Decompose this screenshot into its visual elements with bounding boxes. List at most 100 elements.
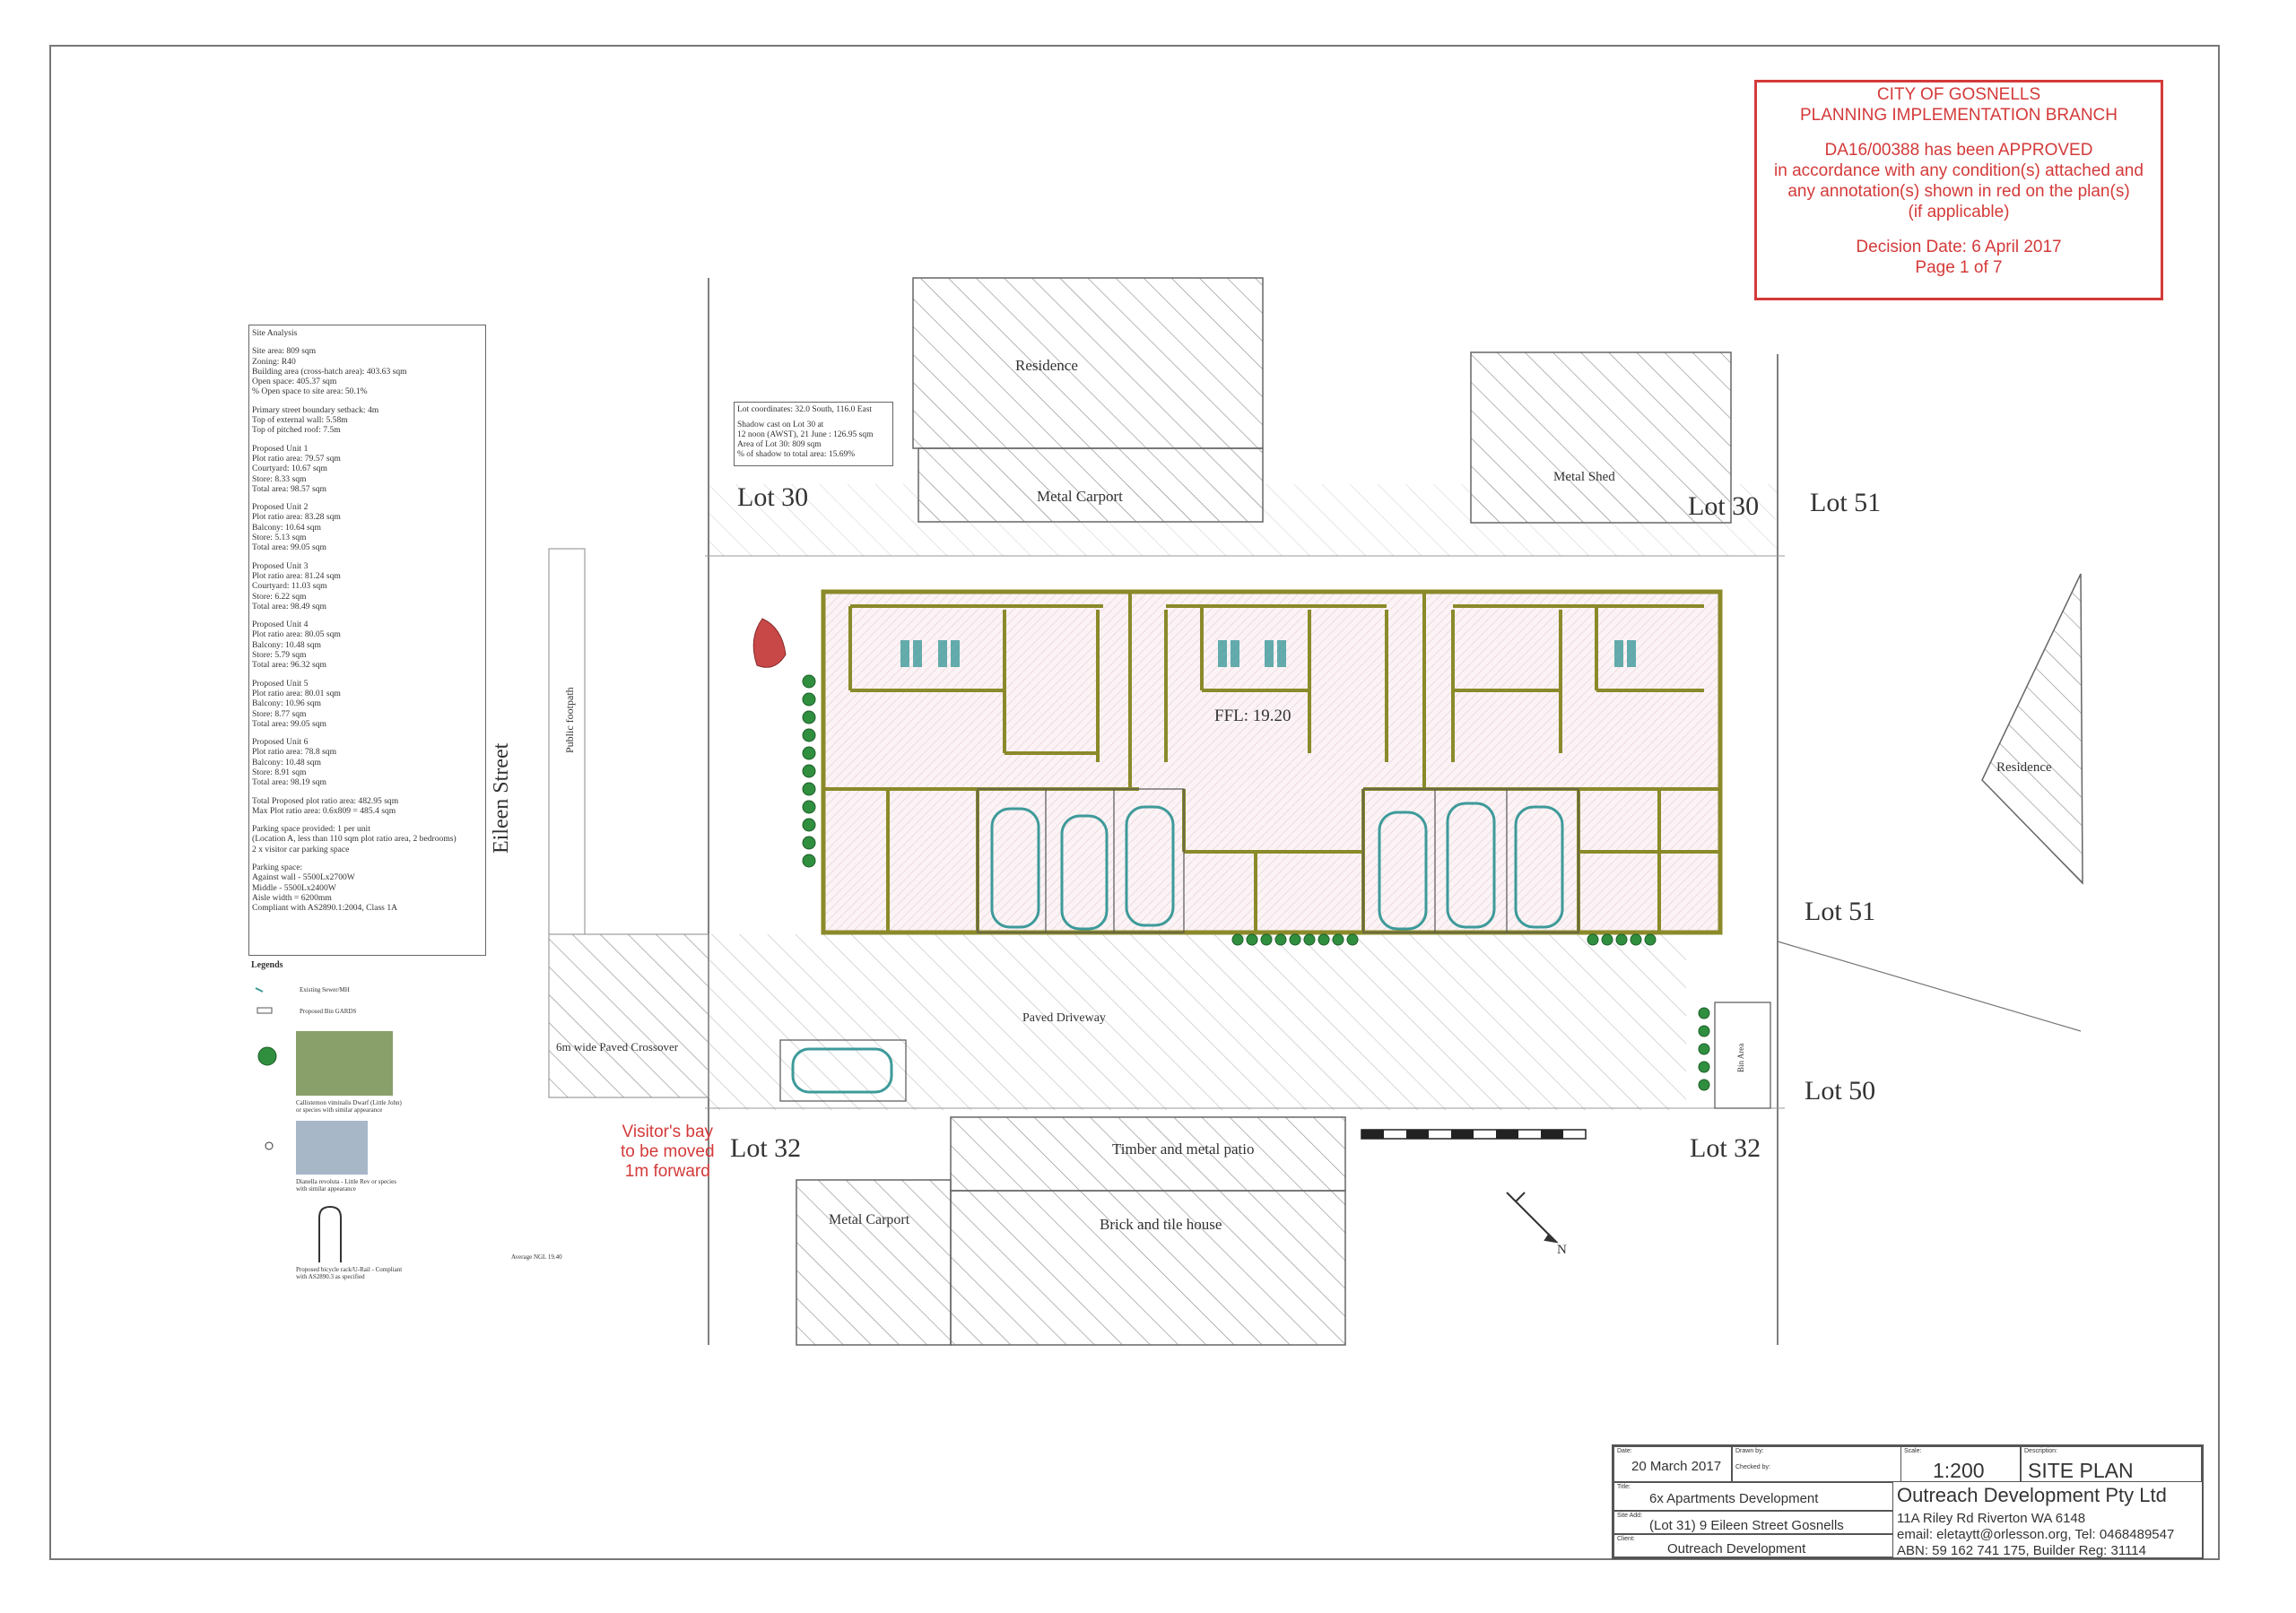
sa-line: Courtyard: 10.67 sqm	[252, 464, 327, 474]
bin-area-label: Bin Area	[1736, 1043, 1745, 1072]
legend-bike-rack-icon	[318, 1205, 342, 1262]
sa-line: Balcony: 10.96 sqm	[252, 698, 322, 709]
metal-carport-bottom-hatch	[796, 1179, 952, 1346]
site-analysis-general: Site area: 809 sqm Zoning: R40 Building …	[252, 346, 483, 396]
site-analysis-totals: Total Proposed plot ratio area: 482.95 s…	[252, 796, 483, 817]
site-analysis-title: Site Analysis	[252, 328, 298, 338]
tb-abn: ABN: 59 162 741 175, Builder Reg: 31114	[1897, 1543, 2146, 1558]
tb-checked-label: Checked by:	[1735, 1464, 1770, 1470]
tb-drawn-label: Drawn by:	[1735, 1448, 1764, 1454]
drawing-sheet-border	[49, 45, 2220, 1560]
residence-top-label: Residence	[1015, 357, 1078, 374]
red-note-line: to be moved	[621, 1142, 715, 1161]
sa-line: Plot ratio area: 80.05 sqm	[252, 629, 341, 640]
approval-line-5: any annotation(s) shown in red on the pl…	[1787, 182, 2130, 201]
tb-desc-label: Description:	[2024, 1448, 2057, 1454]
sa-line: Store: 8.33 sqm	[252, 473, 307, 484]
tb-address: 11A Riley Rd Riverton WA 6148	[1897, 1511, 2086, 1526]
site-analysis-unit-1: Proposed Unit 1 Plot ratio area: 79.57 s…	[252, 444, 483, 494]
sa-line: % Open space to site area: 50.1%	[252, 386, 368, 397]
eileen-street-label: Eileen Street	[490, 742, 513, 854]
tb-scale-label: Scale:	[1904, 1448, 1922, 1454]
lot-30-left-label: Lot 30	[737, 482, 809, 512]
approval-line-1: CITY OF GOSNELLS	[1876, 85, 2041, 104]
sa-line: Plot ratio area: 81.24 sqm	[252, 570, 341, 581]
lot-51-top-label: Lot 51	[1810, 488, 1882, 517]
approval-line-7: Decision Date: 6 April 2017	[1856, 238, 2062, 256]
sa-line: Aisle width = 6200mm	[252, 892, 332, 903]
tb-desc-cell	[2021, 1446, 2202, 1482]
sa-line: Open space: 405.37 sqm	[252, 377, 337, 387]
sa-line: Store: 6.22 sqm	[252, 591, 307, 602]
shadow-line: % of shadow to total area: 15.69%	[737, 450, 856, 459]
visitor-bay-annotation: Visitor's bay to be moved 1m forward	[621, 1123, 715, 1182]
legend-title: Legends	[251, 960, 283, 970]
tb-scale: 1:200	[1933, 1459, 1985, 1482]
sa-line: 2 x visitor car parking space	[252, 844, 350, 854]
site-analysis-unit-5: Proposed Unit 5 Plot ratio area: 80.01 s…	[252, 679, 483, 729]
footpath	[548, 548, 586, 935]
sa-line: Primary street boundary setback: 4m	[252, 404, 379, 415]
tb-desc: SITE PLAN	[2028, 1459, 2134, 1482]
brick-house-hatch	[950, 1190, 1346, 1346]
sa-line: Against wall - 5500Lx2700W	[252, 872, 355, 883]
tb-title-label: Title:	[1617, 1484, 1631, 1490]
site-analysis-parking: Parking space provided: 1 per unit (Loca…	[252, 824, 483, 854]
sa-line: (Location A, less than 110 sqm plot rati…	[252, 834, 457, 845]
sa-line: Compliant with AS2890.1:2004, Class 1A	[252, 903, 398, 914]
north-arrow-icon	[1506, 1192, 1559, 1244]
legend-item-shrub: Callistemon viminalis Dwarf (Little John…	[296, 1099, 402, 1114]
metal-carport-top-label: Metal Carport	[1037, 488, 1123, 505]
sa-line: Proposed Unit 3	[252, 560, 309, 571]
site-analysis-setbacks: Primary street boundary setback: 4m Top …	[252, 405, 483, 436]
lot-30-right-label: Lot 30	[1688, 491, 1760, 521]
sa-line: Total Proposed plot ratio area: 482.95 s…	[252, 795, 399, 806]
paved-crossover-label: 6m wide Paved Crossover	[556, 1040, 679, 1054]
sa-line: Balcony: 10.64 sqm	[252, 522, 322, 533]
residence-right-label: Residence	[1996, 760, 2052, 775]
lot-50-label: Lot 50	[1805, 1076, 1876, 1106]
landscaping-shrubs	[802, 674, 1710, 1091]
tb-site-cell	[1613, 1511, 1893, 1534]
sa-line: Proposed Unit 5	[252, 678, 309, 689]
sa-line: Store: 5.79 sqm	[252, 650, 307, 661]
site-analysis-table: Site Analysis Site area: 809 sqm Zoning:…	[248, 325, 486, 956]
sa-line: Plot ratio area: 78.8 sqm	[252, 747, 337, 758]
sa-line: Total area: 96.32 sqm	[252, 660, 326, 671]
sa-line: Total area: 98.57 sqm	[252, 483, 326, 494]
public-footpath-label: Public footpath	[563, 687, 576, 753]
site-analysis-unit-4: Proposed Unit 4 Plot ratio area: 80.05 s…	[252, 620, 483, 670]
red-note-line: Visitor's bay	[622, 1123, 714, 1141]
tb-client: Outreach Development	[1667, 1541, 1806, 1557]
site-analysis-unit-6: Proposed Unit 6 Plot ratio area: 78.8 sq…	[252, 737, 483, 787]
approval-stamp: CITY OF GOSNELLS PLANNING IMPLEMENTATION…	[1754, 80, 2163, 300]
sa-line: Proposed Unit 4	[252, 620, 309, 630]
site-analysis-parking-space: Parking space: Against wall - 5500Lx2700…	[252, 863, 483, 913]
legend-item-dianella: Dianella revoluta - Little Rev or specie…	[296, 1178, 396, 1192]
shadow-calculation-note: Lot coordinates: 32.0 South, 116.0 East …	[734, 402, 893, 466]
sa-line: Proposed Unit 6	[252, 737, 309, 748]
feature-tree	[752, 618, 787, 668]
residence-top-hatch	[912, 277, 1264, 449]
timber-patio-label: Timber and metal patio	[1112, 1140, 1255, 1158]
legend-photo-shrub	[296, 1031, 393, 1096]
shadow-line: Lot coordinates: 32.0 South, 116.0 East	[737, 405, 873, 414]
sa-line: Total area: 98.19 sqm	[252, 777, 326, 788]
sa-line: Total area: 99.05 sqm	[252, 718, 326, 729]
sa-line: Top of external wall: 5.58m	[252, 415, 348, 426]
tb-title-cell	[1613, 1482, 1893, 1511]
sa-line: Middle - 5500Lx2400W	[252, 882, 336, 893]
sa-line: Plot ratio area: 79.57 sqm	[252, 453, 341, 464]
crossover-hatch	[548, 933, 709, 1098]
lot-32-right-label: Lot 32	[1690, 1133, 1761, 1163]
sa-line: Balcony: 10.48 sqm	[252, 757, 322, 767]
legend-item-bike-rack: Proposed bicycle rack/U-Rail - Compliant…	[296, 1266, 403, 1280]
approval-line-3: DA16/00388 has been APPROVED	[1824, 141, 2093, 160]
sa-line: Total area: 98.49 sqm	[252, 601, 326, 611]
sa-line: Store: 8.91 sqm	[252, 767, 307, 777]
legend-shrub-icon	[257, 1046, 277, 1066]
lot-32-left-label: Lot 32	[730, 1133, 802, 1163]
sa-line: Max Plot ratio area: 0.6x809 = 485.4 sqm	[252, 805, 396, 816]
tb-site-label: Site Add:	[1617, 1513, 1643, 1519]
legend-item-bin: Proposed Bin GARDS	[300, 1008, 357, 1015]
